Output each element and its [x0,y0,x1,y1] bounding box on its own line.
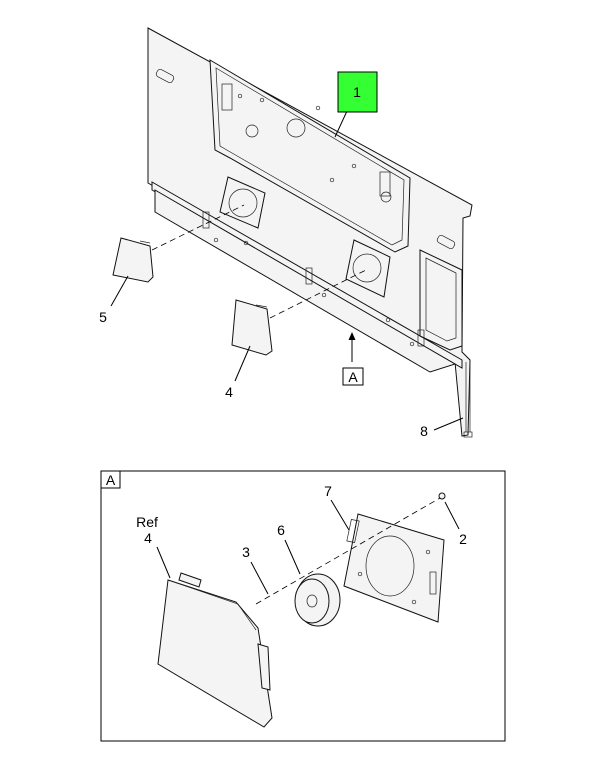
callout-1-highlight[interactable] [337,71,378,113]
callout-2[interactable]: 2 [459,531,467,547]
callout-3[interactable]: 3 [242,544,250,560]
leader-1 [334,110,348,138]
leader-3 [250,561,269,595]
leader-4 [234,345,251,382]
callout-6[interactable]: 6 [277,522,285,538]
callout-4-main[interactable]: 4 [225,384,233,400]
leader-5 [110,275,129,307]
leader-8 [433,417,464,431]
leader-6 [284,539,301,575]
leader-2 [444,501,460,530]
detail-tag-box [100,470,121,489]
assembly-line-right [269,269,367,319]
callout-5[interactable]: 5 [99,309,107,325]
back-panel-assembly [147,27,473,438]
leader-ref4 [156,546,171,579]
callout-7[interactable]: 7 [324,483,332,499]
view-marker-box [342,367,364,386]
detail-frame [100,470,506,742]
detail-screw [438,492,446,500]
detail-tag-label: A [106,472,116,488]
assembly-line-left [151,204,245,251]
speaker-cover-left [112,237,154,283]
detail-assembly-line [255,497,441,605]
view-marker-label: A [348,369,358,385]
callout-ref: Ref [136,514,158,530]
detail-speaker-bracket [343,513,445,623]
callout-8[interactable]: 8 [420,423,428,439]
speaker-cover-right [231,299,273,356]
detail-speaker-cover [157,572,273,728]
leader-7 [330,499,350,531]
view-arrow-head [348,332,356,340]
callout-4-detail[interactable]: 4 [144,530,152,546]
detail-speaker [294,573,341,627]
callout-1[interactable]: 1 [353,84,361,100]
